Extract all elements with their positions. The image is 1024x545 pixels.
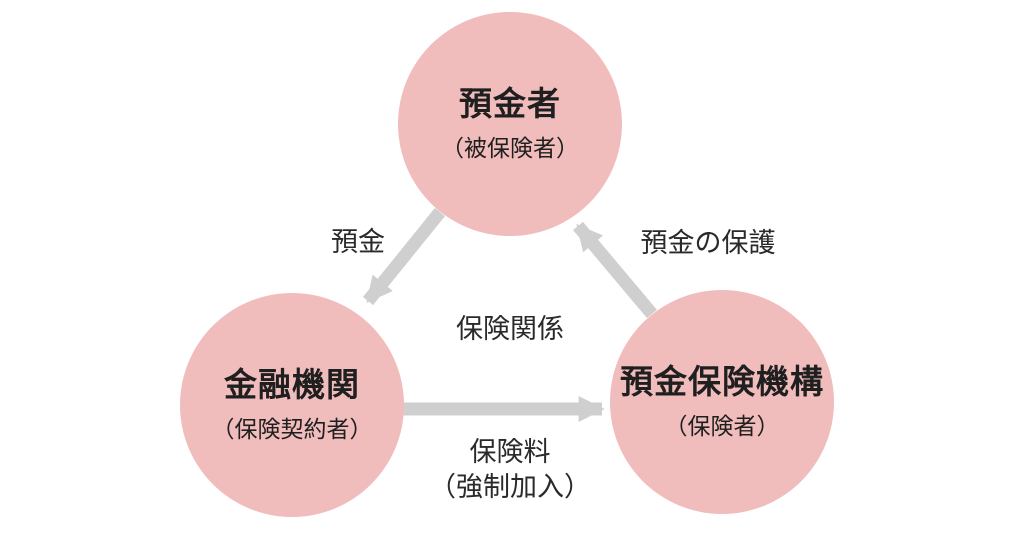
deposit-insurance-corp-title: 預金保険機構 <box>620 363 824 401</box>
depositor-subtitle: （被保険者） <box>441 134 579 161</box>
deposit-protection-arrow-label: 預金の保護 <box>640 228 776 258</box>
deposit-protection-arrow <box>573 221 657 319</box>
financial-institution-title: 金融機関 <box>224 366 360 404</box>
deposit-insurance-corp-circle: 預金保険機構 （保険者） <box>610 290 834 514</box>
depositor-title: 預金者 <box>459 85 561 123</box>
financial-institution-subtitle: （保険契約者） <box>211 415 373 442</box>
financial-institution-circle: 金融機関 （保険契約者） <box>180 293 404 517</box>
deposit-arrow <box>362 207 446 306</box>
premium-label-line1: 保険料 <box>469 437 551 467</box>
depositor-circle: 預金者 （被保険者） <box>398 12 622 236</box>
deposit-arrow-label: 預金 <box>331 227 385 257</box>
deposit-insurance-corp-subtitle: （保険者） <box>664 412 780 439</box>
premium-arrow-label: 保険料 （強制加入） <box>429 435 591 505</box>
premium-label-line2: （強制加入） <box>429 472 591 503</box>
insurance-relation-label: 保険関係 <box>456 314 564 344</box>
